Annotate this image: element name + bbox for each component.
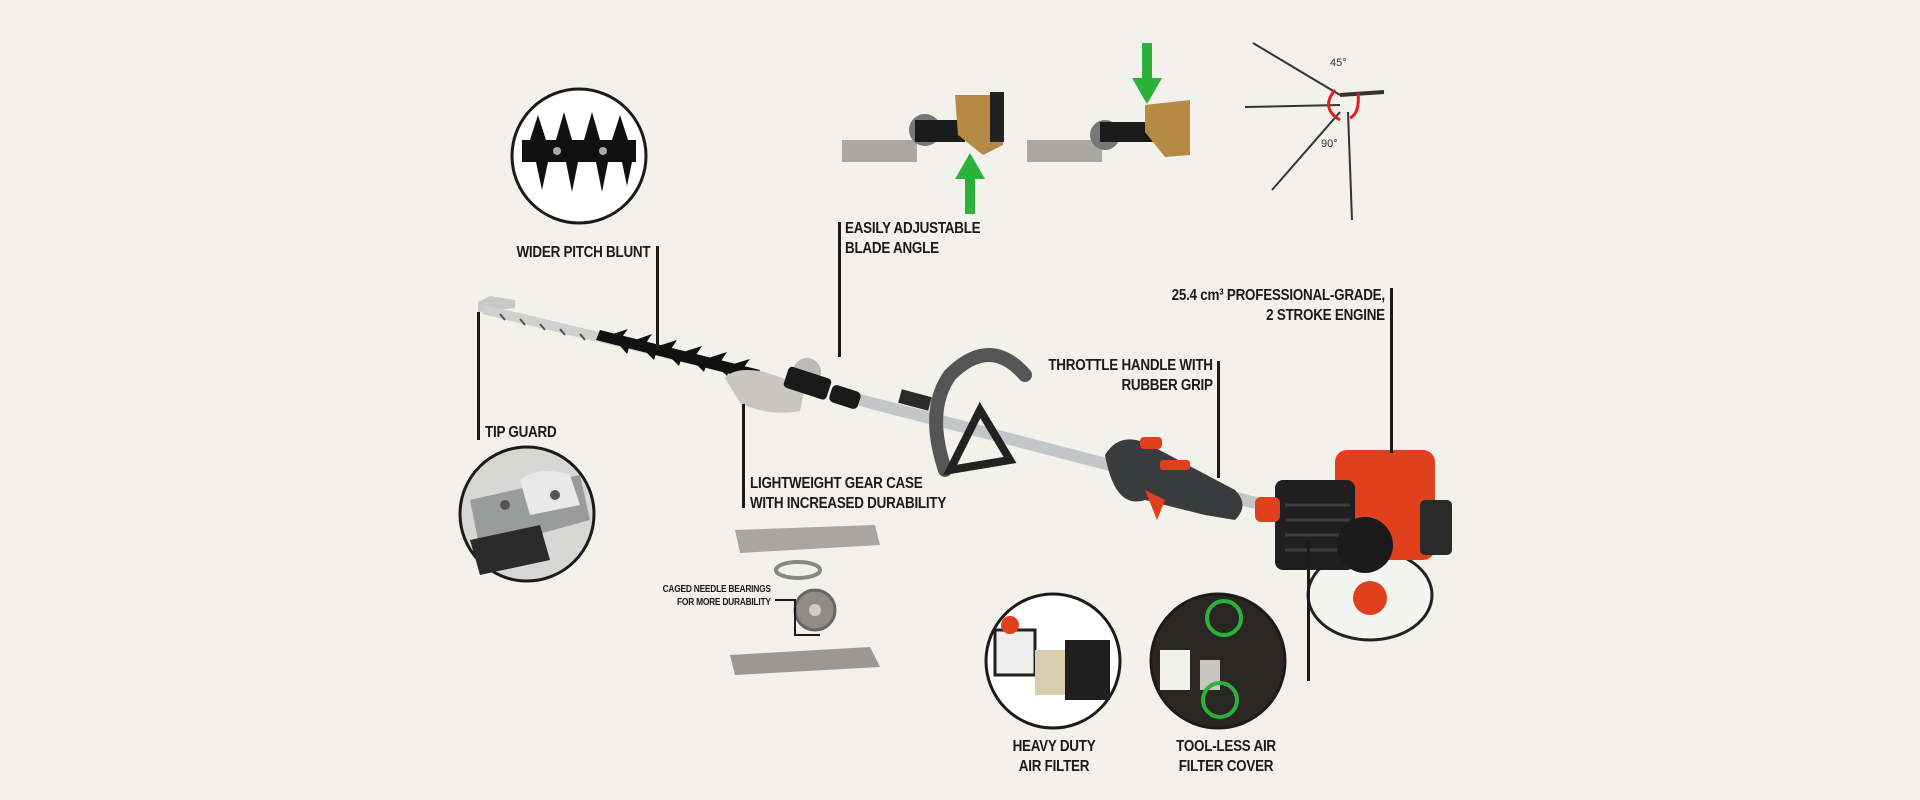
leader-gear-case <box>742 404 745 508</box>
leader-throttle <box>1217 361 1220 478</box>
label-blade-angle: EASILY ADJUSTABLE BLADE ANGLE <box>845 219 981 259</box>
engine <box>1255 450 1452 642</box>
label-wider-pitch: WIDER PITCH BLUNT <box>516 244 650 261</box>
leader-tip-guard <box>477 312 480 440</box>
blade-angle-photo-2 <box>1027 100 1190 162</box>
air-filter-detail-circle <box>984 592 1122 730</box>
label-bearings: CAGED NEEDLE BEARINGS FOR MORE DURABILIT… <box>663 583 771 609</box>
label-line: RUBBER GRIP <box>1121 377 1214 394</box>
leader-fuel-tank <box>1307 539 1310 681</box>
throttle-handle <box>1105 437 1243 520</box>
label-engine: 25.4 cm³ PROFESSIONAL-GRADE, 2 STROKE EN… <box>1171 286 1386 326</box>
angle-adjuster <box>783 358 861 409</box>
angle-45-label: 45° <box>1330 57 1347 69</box>
angle-range-diagram <box>1244 42 1385 221</box>
label-line: WITH INCREASED DURABILITY <box>750 495 947 512</box>
label-line: CAGED NEEDLE BEARINGS <box>662 584 771 595</box>
filter-cover-detail-circle <box>1149 592 1287 730</box>
label-line: 2 STROKE ENGINE <box>1266 307 1385 324</box>
label-air-filter: HEAVY DUTY AIR FILTER <box>1013 737 1096 777</box>
label-line: THROTTLE HANDLE WITH <box>1048 357 1214 374</box>
arrow-up-icon <box>955 153 985 214</box>
hedge-blade <box>478 296 760 380</box>
label-line: BLADE ANGLE <box>845 240 939 257</box>
label-line: EASILY ADJUSTABLE <box>845 220 981 237</box>
label-line: 25.4 cm³ PROFESSIONAL-GRADE, <box>1171 287 1386 304</box>
label-line: FILTER COVER <box>1178 758 1274 775</box>
label-tip-guard: TIP GUARD <box>485 424 557 441</box>
label-line: HEAVY DUTY <box>1012 738 1096 755</box>
label-filter-cover: TOOL-LESS AIR FILTER COVER <box>1176 737 1276 777</box>
label-line: TOOL-LESS AIR <box>1176 738 1276 755</box>
loop-handle <box>929 348 1032 477</box>
blade-angle-photo-1 <box>842 92 1004 162</box>
label-throttle: THROTTLE HANDLE WITH RUBBER GRIP <box>1048 356 1214 396</box>
blunt-detail-circle <box>510 87 648 225</box>
label-line: FOR MORE DURABILITY <box>677 597 771 608</box>
leader-blade-angle <box>838 222 841 357</box>
label-line: LIGHTWEIGHT GEAR CASE <box>750 475 923 492</box>
arrow-down-icon <box>1132 43 1162 104</box>
gear-exploded-view <box>730 525 880 675</box>
angle-90-label: 90° <box>1321 138 1338 150</box>
label-line: AIR FILTER <box>1018 758 1090 775</box>
tip-guard-detail-circle <box>458 445 596 583</box>
label-gear-case: LIGHTWEIGHT GEAR CASE WITH INCREASED DUR… <box>750 474 946 514</box>
leader-engine <box>1390 288 1393 453</box>
leader-wider-pitch <box>656 246 659 349</box>
